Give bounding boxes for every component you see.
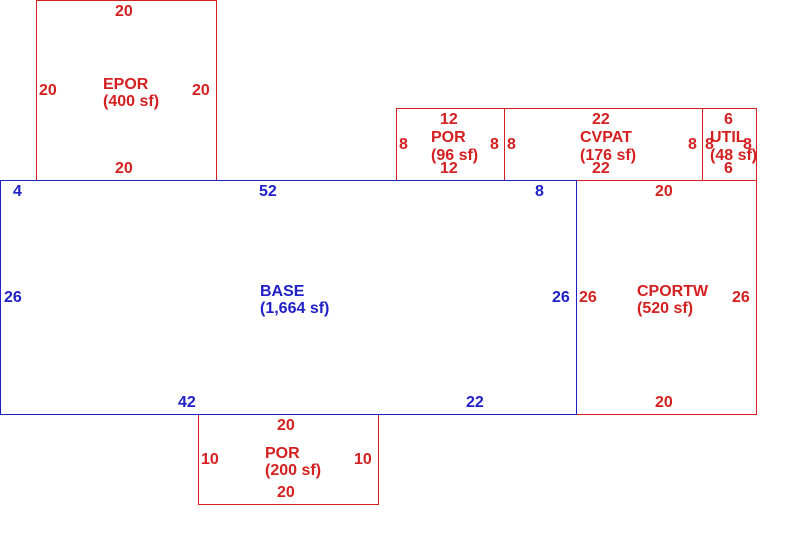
- base-top-left-dimension: 4: [13, 183, 22, 200]
- por-top-top-dimension: 12: [440, 111, 458, 128]
- por-bottom-bottom-dimension: 20: [277, 484, 295, 501]
- por-top-size: (96 sf): [431, 147, 479, 164]
- epor-bottom-dimension: 20: [115, 160, 133, 177]
- cportw-right-dimension: 26: [732, 289, 750, 306]
- base-top-dimension: 52: [259, 183, 277, 200]
- util-bottom-dimension: 6: [724, 160, 733, 177]
- cportw-left-dimension: 26: [579, 289, 597, 306]
- util-name: UTIL: [710, 129, 746, 146]
- por-top-left-dimension: 8: [399, 136, 408, 153]
- base-top-right-dimension: 8: [535, 183, 544, 200]
- por-bottom-name: POR: [265, 445, 300, 462]
- cvpat-name: CVPAT: [580, 129, 632, 146]
- cvpat-left-dimension: 8: [507, 136, 516, 153]
- por-top-right-dimension: 8: [490, 136, 499, 153]
- util-left-dimension: 8: [705, 136, 714, 153]
- cportw-name: CPORTW: [637, 283, 709, 300]
- por-bottom-right-dimension: 10: [354, 451, 372, 468]
- util-size: (48 sf): [710, 147, 758, 164]
- cportw-top-dimension: 20: [655, 183, 673, 200]
- epor-size: (400 sf): [103, 93, 160, 110]
- epor-right-dimension: 20: [192, 82, 210, 99]
- base-bottom-right-dimension: 22: [466, 394, 484, 411]
- epor-name: EPOR: [103, 76, 149, 93]
- cvpat-right-dimension: 8: [688, 136, 697, 153]
- base-right-dimension: 26: [552, 289, 570, 306]
- cvpat-top-dimension: 22: [592, 111, 610, 128]
- base-name: BASE: [260, 283, 305, 300]
- por-bottom-left-dimension: 10: [201, 451, 219, 468]
- base-area: [0, 180, 577, 415]
- por-top-bottom-dimension: 12: [440, 160, 458, 177]
- por-bottom-top-dimension: 20: [277, 417, 295, 434]
- por-bottom-size: (200 sf): [265, 462, 322, 479]
- base-left-dimension: 26: [4, 289, 22, 306]
- por-top-name: POR: [431, 129, 466, 146]
- epor-top-dimension: 20: [115, 3, 133, 20]
- util-right-dimension: 8: [743, 136, 752, 153]
- base-size: (1,664 sf): [260, 300, 330, 317]
- cportw-bottom-dimension: 20: [655, 394, 673, 411]
- cvpat-size: (176 sf): [580, 147, 637, 164]
- cportw-size: (520 sf): [637, 300, 694, 317]
- cvpat-bottom-dimension: 22: [592, 160, 610, 177]
- util-top-dimension: 6: [724, 111, 733, 128]
- base-bottom-left-dimension: 42: [178, 394, 196, 411]
- epor-left-dimension: 20: [39, 82, 57, 99]
